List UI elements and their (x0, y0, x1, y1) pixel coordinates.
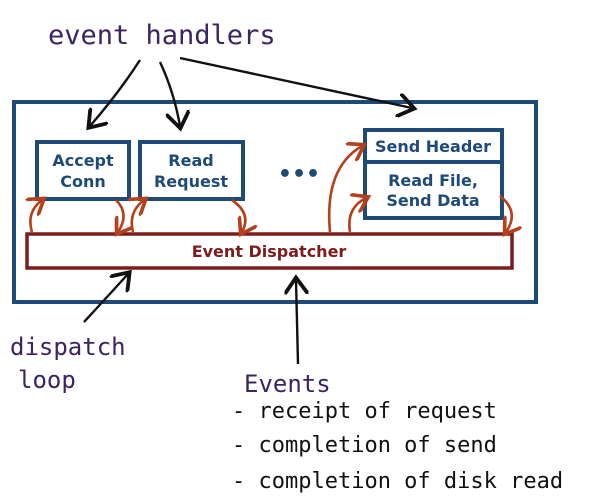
event-item-3: - completion of disk read (232, 469, 563, 494)
server-outer-box (12, 100, 538, 304)
dispatch-label: dispatch (10, 333, 126, 361)
arrow-label-to-send (179, 56, 412, 108)
event-item-2: - completion of send (232, 433, 497, 458)
handler-accept-label-2: Conn (60, 172, 106, 191)
handler-read-file-label-1: Read File, (388, 171, 478, 190)
loop-label: loop (18, 366, 76, 394)
event-handlers-label: event handlers (48, 20, 276, 51)
handler-read-file-label-2: Send Data (386, 191, 479, 210)
event-dispatcher-label: Event Dispatcher (192, 242, 347, 261)
more-handlers-ellipsis: ••• (278, 162, 320, 187)
arrow-dispatch-to-send-header (327, 146, 362, 233)
handler-read-label-2: Request (154, 172, 228, 191)
handler-send-header-label: Send Header (375, 137, 491, 156)
arrow-events (296, 280, 298, 365)
handler-accept-conn: Accept Conn (35, 140, 131, 201)
event-handlers-arrows (90, 56, 412, 126)
event-item-1: - receipt of request (232, 399, 497, 424)
dispatch-arrows (30, 146, 511, 232)
arrow-read-to-dispatch (231, 198, 245, 232)
handler-send-group: Send Header Read File, Send Data (363, 128, 504, 220)
arrow-label-to-read (158, 61, 180, 126)
arrow-dispatch-to-read (132, 200, 144, 233)
arrow-dispatch-to-read-file (348, 198, 366, 233)
arrow-label-to-accept (90, 59, 142, 126)
handler-read-label-1: Read (168, 151, 213, 170)
arrow-dispatch-to-accept (30, 200, 42, 233)
event-dispatcher: Event Dispatcher (25, 232, 514, 270)
handler-accept-label-1: Accept (52, 151, 114, 170)
arrow-dispatch-loop (83, 274, 128, 323)
events-title: Events (244, 370, 331, 398)
arrow-read-file-to-dispatch (499, 194, 512, 232)
handler-read-request: Read Request (138, 140, 245, 201)
arrow-accept-to-dispatch (116, 199, 124, 232)
